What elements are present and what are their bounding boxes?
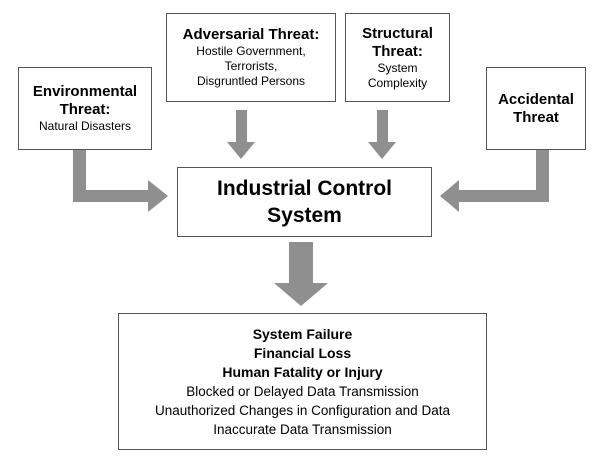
ics-title-line2: System — [267, 204, 342, 227]
consequence-item: Inaccurate Data Transmission — [213, 421, 392, 437]
adversarial-threat-desc-3: Disgruntled Persons — [196, 74, 306, 88]
accidental-threat-title-line2: Threat — [513, 108, 559, 126]
consequence-bold-item: Financial Loss — [253, 344, 352, 361]
structural-threat-desc-1: System — [377, 60, 418, 75]
adversarial-threat-desc-1: Hostile Government, — [196, 44, 306, 58]
consequence-item: Unauthorized Changes in Configuration an… — [155, 402, 450, 418]
environmental-arrow — [73, 150, 168, 212]
environmental-threat-title-line1: Environmental — [32, 83, 138, 100]
consequence-bold-item: System Failure — [252, 325, 353, 342]
structural-threat-box: Structural Threat: System Complexity — [345, 13, 450, 102]
structural-threat-title-line2: Threat: — [372, 42, 423, 60]
structural-arrow — [368, 110, 396, 159]
structural-threat-title-line1: Structural — [362, 24, 433, 42]
environmental-threat-desc: Natural Disasters — [38, 119, 132, 133]
consequence-bold-item: Human Fatality or Injury — [222, 363, 383, 380]
accidental-arrow — [440, 150, 549, 212]
adversarial-threat-title: Adversarial Threat: — [182, 26, 320, 43]
consequence-item: Blocked or Delayed Data Transmission — [186, 383, 419, 399]
consequences-box: System Failure Financial Loss Human Fata… — [118, 313, 487, 450]
ics-to-consequences-arrow — [274, 242, 328, 306]
ics-title-line1: Industrial Control — [217, 177, 392, 200]
adversarial-threat-box: Adversarial Threat: Hostile Government, … — [166, 13, 336, 102]
environmental-threat-title-line2: Threat: — [59, 101, 111, 118]
environmental-threat-box: Environmental Threat: Natural Disasters — [18, 67, 152, 150]
structural-threat-desc-2: Complexity — [367, 75, 428, 90]
adversarial-arrow — [227, 110, 255, 159]
industrial-control-system-box: Industrial Control System — [177, 167, 432, 237]
accidental-threat-box: Accidental Threat — [486, 67, 586, 150]
accidental-threat-title-line1: Accidental — [498, 90, 574, 108]
adversarial-threat-desc-2: Terrorists, — [224, 59, 278, 73]
